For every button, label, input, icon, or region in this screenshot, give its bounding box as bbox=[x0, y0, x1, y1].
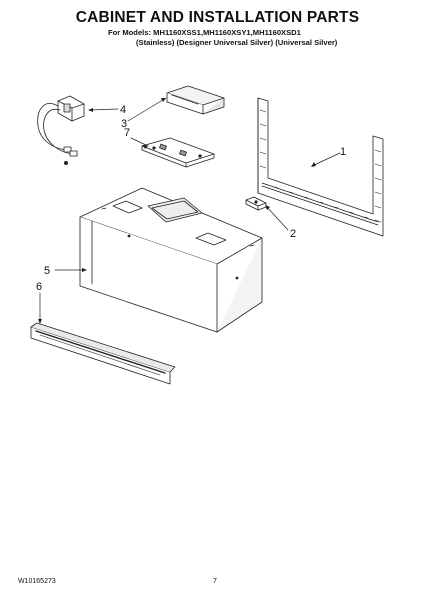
callout-5: 5 bbox=[44, 265, 50, 277]
finish-line: (Stainless) (Designer Universal Silver) … bbox=[136, 38, 338, 47]
callout-3: 3 bbox=[121, 118, 127, 130]
callout-2: 2 bbox=[290, 228, 296, 240]
part-cabinet-wrapper bbox=[79, 187, 263, 333]
part-bracket-clip bbox=[245, 196, 267, 211]
callout-4: 4 bbox=[120, 104, 126, 116]
callout-7: 7 bbox=[124, 127, 130, 139]
part-hinge-plate bbox=[141, 137, 215, 168]
page-number: 7 bbox=[213, 578, 217, 585]
part-thermal-cutout bbox=[37, 95, 85, 165]
document-number: W10165273 bbox=[18, 578, 56, 585]
callout-1: 1 bbox=[340, 146, 346, 158]
models-line: For Models: MH1160XSS1,MH1160XSY1,MH1160… bbox=[108, 28, 301, 37]
callout-6: 6 bbox=[36, 281, 42, 293]
part-vent-bracket bbox=[166, 85, 225, 115]
part-vent-grille bbox=[30, 322, 176, 385]
part-mounting-plate bbox=[257, 97, 384, 237]
page-title: CABINET AND INSTALLATION PARTS bbox=[75, 9, 360, 26]
